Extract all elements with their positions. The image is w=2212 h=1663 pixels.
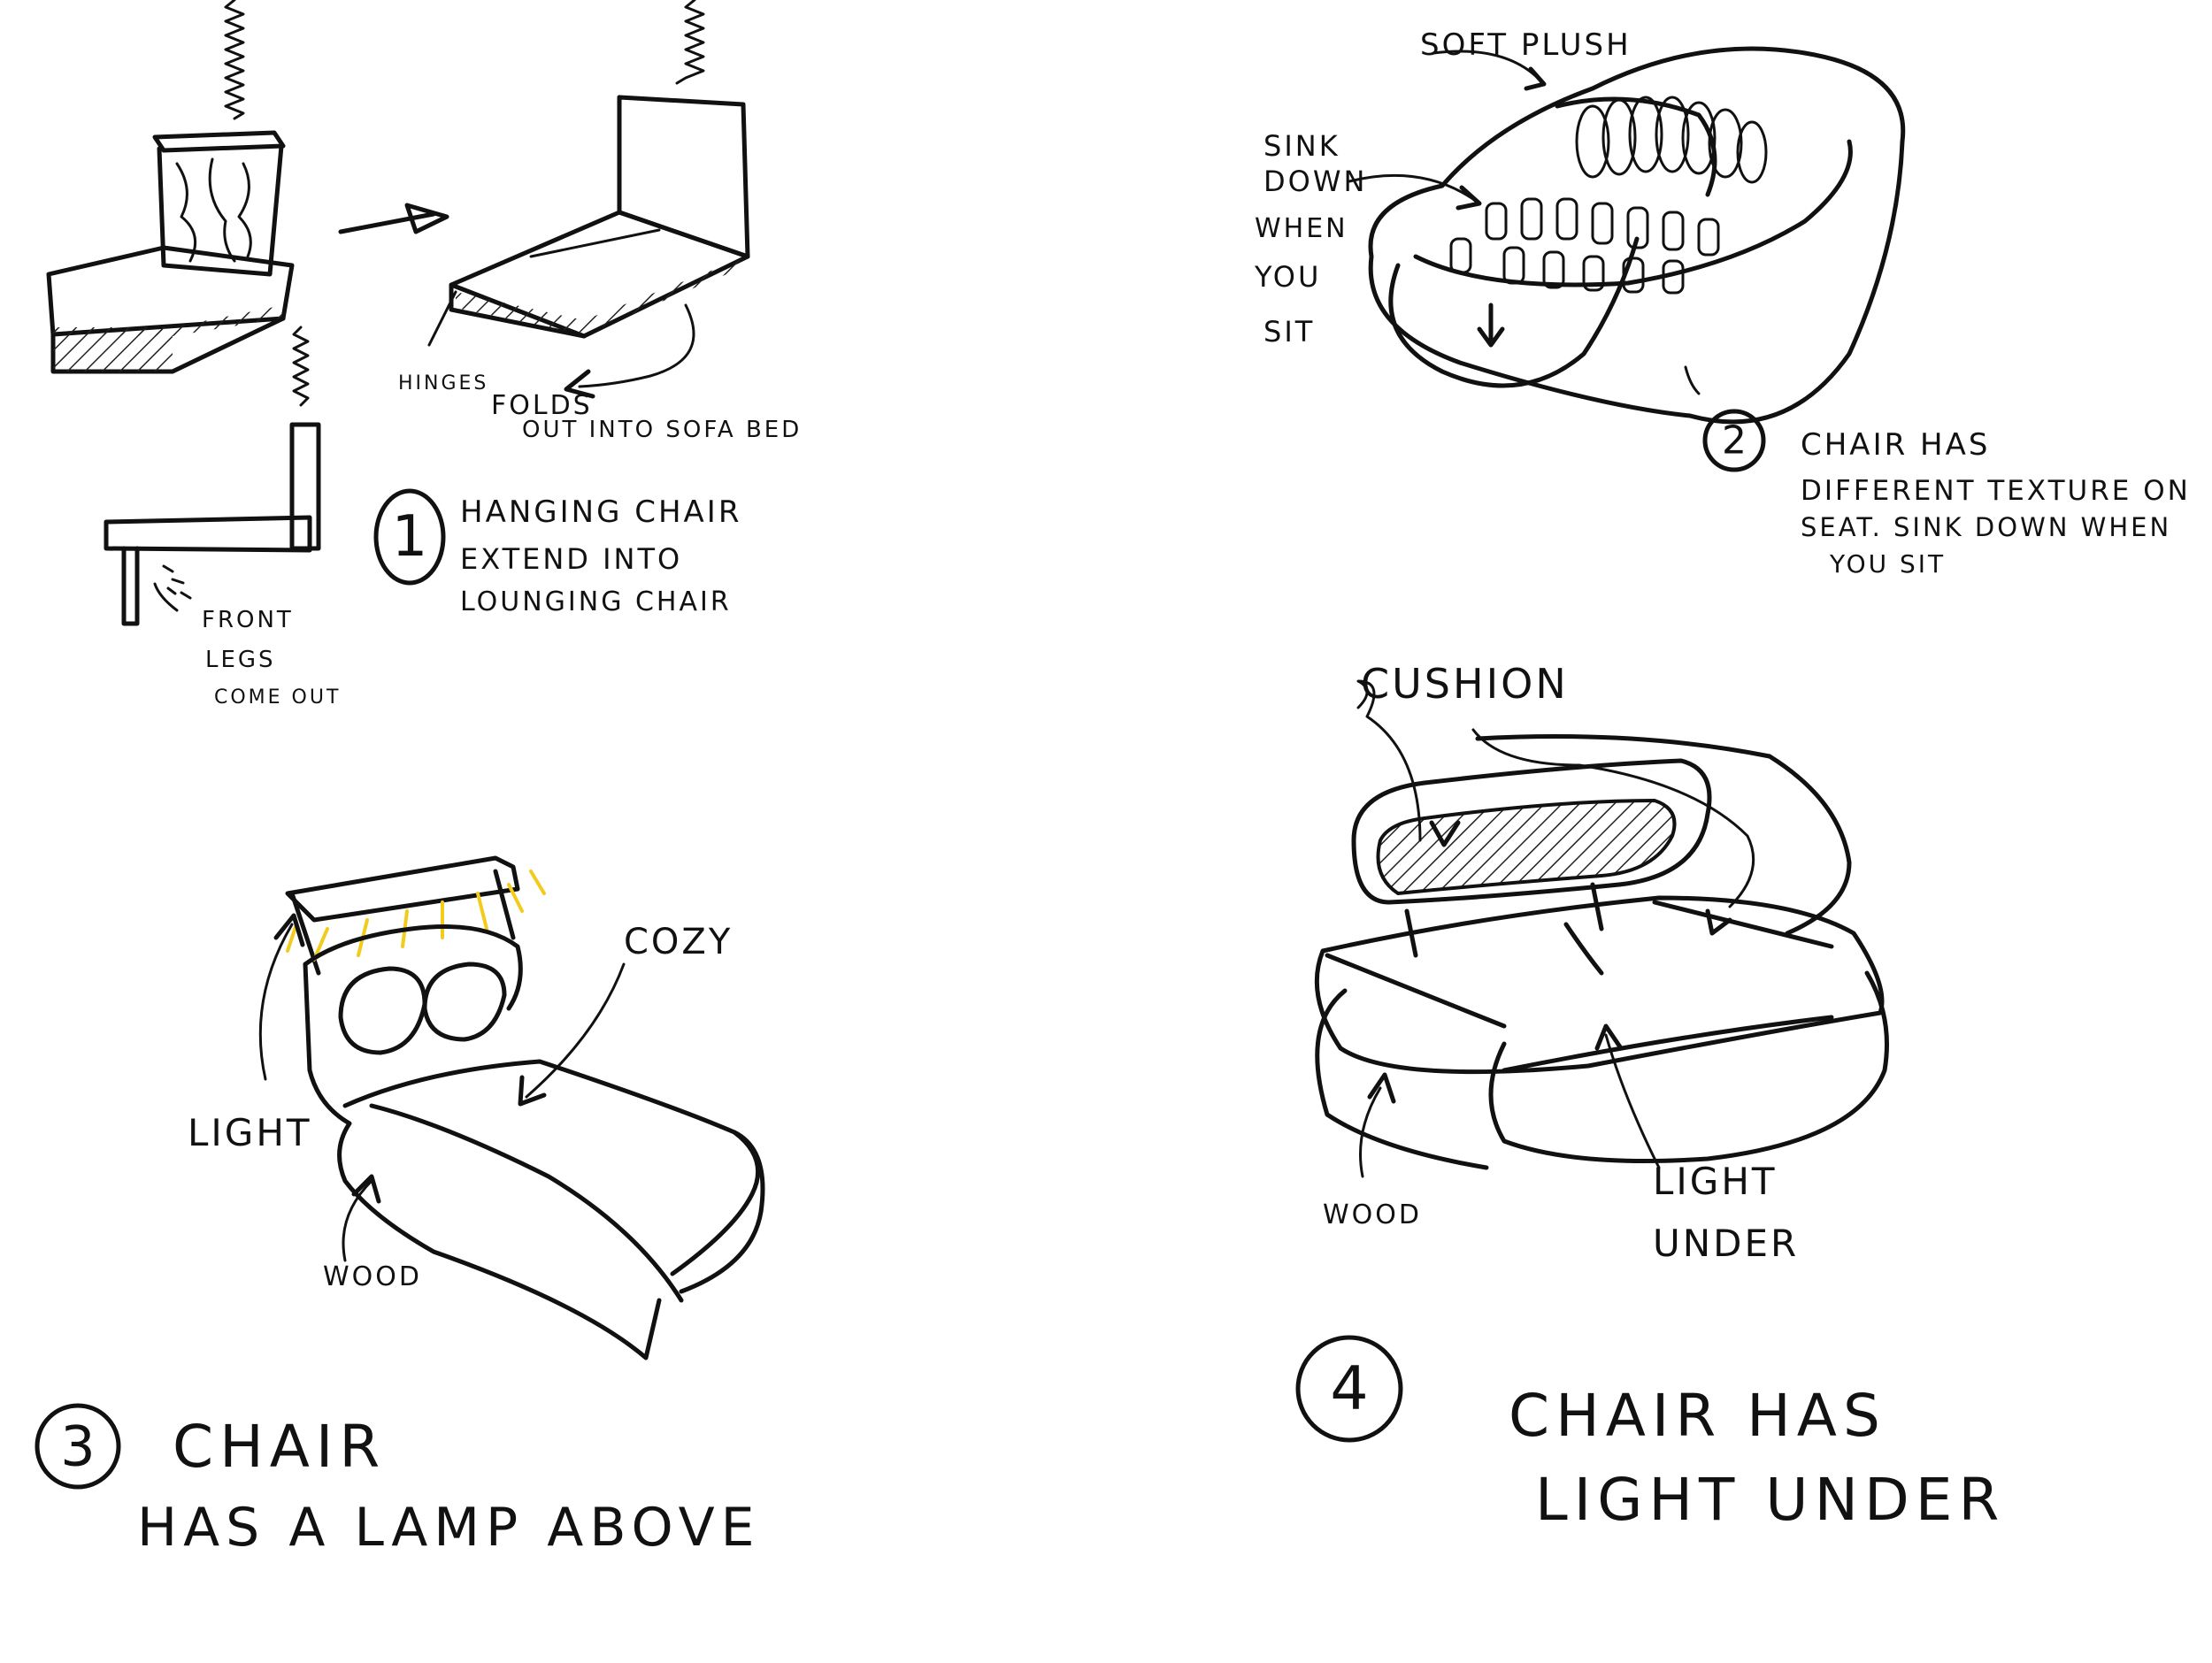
cushion-label: CUSHION [1361,660,1569,708]
sink-label-line2: DOWN [1263,165,1368,198]
soft-plush-label: SOFT PLUSH [1420,27,1632,63]
caption-2-line2: DIFFERENT TEXTURE ON [1801,475,2191,507]
wood-label-4: WOOD [1323,1199,1422,1230]
light-under-chair-sketch [1295,679,1889,1443]
caption-2-line1: CHAIR HAS [1801,427,1991,463]
lamp-chair-sketch [35,855,765,1490]
light-under-line1: LIGHT [1653,1160,1778,1203]
caption-1-line2: EXTEND INTO [460,542,683,576]
folds-label-line1: FOLDS [491,390,593,421]
sink-label-line3: WHEN [1255,213,1348,244]
folds-label-line2: OUT INTO SOFA BED [522,417,803,443]
caption-3-line1: CHAIR [173,1413,387,1481]
caption-3-line2: HAS A LAMP ABOVE [137,1497,761,1559]
caption-4-line2: LIGHT UNDER [1535,1466,2006,1534]
caption-2-line3: SEAT. SINK DOWN WHEN [1801,512,2172,542]
hanging-chair-sketch [46,0,750,626]
sink-label-line5: SIT [1263,315,1316,349]
caption-4-line1: CHAIR HAS [1509,1382,1886,1450]
wood-label-3: WOOD [323,1261,422,1292]
cozy-label: COZY [624,922,733,962]
caption-2-line4: YOU SIT [1830,549,1947,579]
front-legs-line1: FRONT [202,607,294,633]
sink-label-line1: SINK [1263,129,1340,163]
plush-chair-sketch [1348,46,1906,472]
light-under-line2: UNDER [1653,1222,1800,1265]
caption-1-line1: HANGING CHAIR [460,494,742,530]
front-legs-line2: LEGS [205,647,276,673]
caption-1-line3: LOUNGING CHAIR [460,586,732,617]
light-label-3: LIGHT [188,1111,312,1154]
sink-label-line4: YOU [1255,260,1322,294]
hinges-label: HINGES [398,372,489,395]
front-legs-line3: COME OUT [214,686,342,709]
